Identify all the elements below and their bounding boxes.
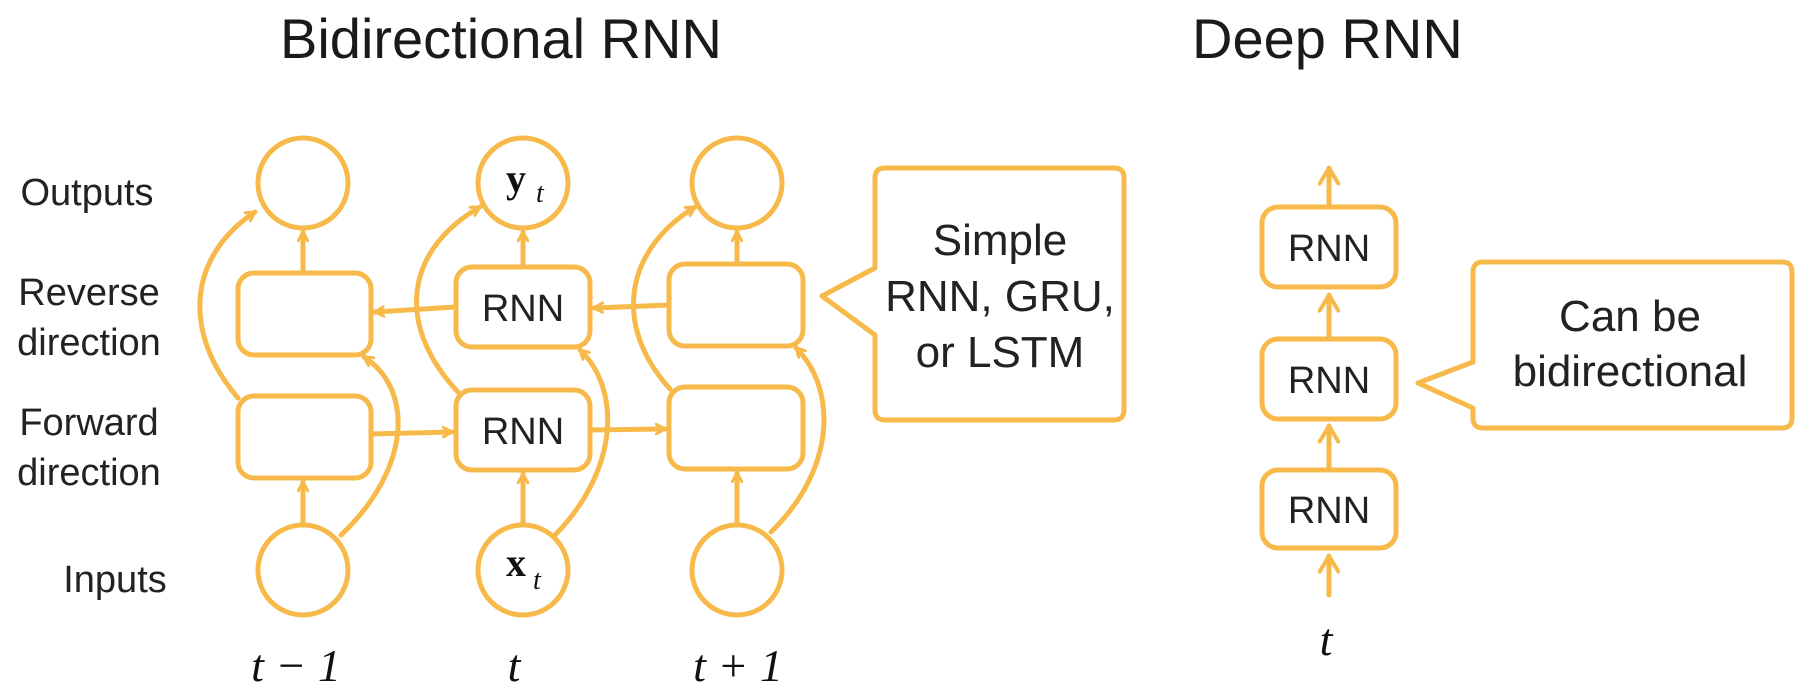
bidirectional-callout	[1415, 259, 1795, 431]
cell-types-callout	[819, 165, 1127, 423]
input-node-next	[689, 522, 785, 618]
forward-label-line1: Forward	[19, 402, 159, 444]
time-label-prev: t − 1	[251, 640, 341, 691]
inputs-label: Inputs	[63, 559, 167, 601]
input-subscript: t	[533, 565, 542, 596]
arrow-input-current-to-reverse	[553, 347, 611, 537]
bidirectional-rnn-title: Bidirectional RNN	[280, 7, 722, 70]
output-symbol: y	[506, 156, 526, 201]
cell-types-line2: RNN, GRU,	[885, 272, 1115, 321]
output-subscript: t	[536, 178, 545, 209]
deep-rnn-cell-middle-label: RNN	[1288, 360, 1370, 402]
reverse-direction-label: Reverse direction	[4, 268, 174, 368]
bidirectional-line2: bidirectional	[1513, 347, 1748, 396]
time-label-current: t	[508, 640, 522, 691]
forward-direction-label: Forward direction	[4, 398, 174, 498]
time-label-next: t + 1	[693, 640, 783, 691]
reverse-label-line2: direction	[17, 322, 161, 364]
deep-rnn-cell-bottom-label: RNN	[1288, 490, 1370, 532]
forward-cell-next	[666, 384, 806, 472]
deep-time-label: t	[1320, 614, 1334, 665]
input-symbol: x	[506, 540, 526, 585]
cell-types-line3: or LSTM	[916, 328, 1085, 377]
bidirectional-line1: Can be	[1559, 292, 1701, 341]
forward-label-line2: direction	[17, 452, 161, 494]
arrow-forward-current-to-output	[414, 204, 483, 395]
deep-rnn-title: Deep RNN	[1192, 7, 1463, 70]
cell-types-line1: Simple	[933, 216, 1068, 265]
deep-rnn-cell-top-label: RNN	[1288, 228, 1370, 270]
forward-cell-current-label: RNN	[482, 411, 564, 453]
output-node-prev	[255, 135, 351, 231]
forward-cell-prev	[235, 393, 374, 481]
output-node-current	[475, 135, 571, 231]
outputs-label: Outputs	[20, 172, 154, 214]
arrow-forward-current-to-next	[587, 429, 668, 430]
arrow-forward-prev-to-output	[197, 209, 258, 401]
arrow-input-next-to-reverse	[768, 345, 827, 535]
arrow-forward-prev-to-current	[368, 432, 455, 434]
reverse-label-line1: Reverse	[18, 272, 160, 314]
output-node-next	[689, 135, 785, 231]
input-node-prev	[255, 522, 351, 618]
reverse-cell-current-label: RNN	[482, 288, 564, 330]
reverse-cell-next	[666, 261, 806, 349]
arrow-input-prev-to-reverse	[338, 354, 401, 538]
reverse-cell-prev	[235, 270, 374, 358]
arrow-forward-next-to-output	[630, 204, 698, 392]
